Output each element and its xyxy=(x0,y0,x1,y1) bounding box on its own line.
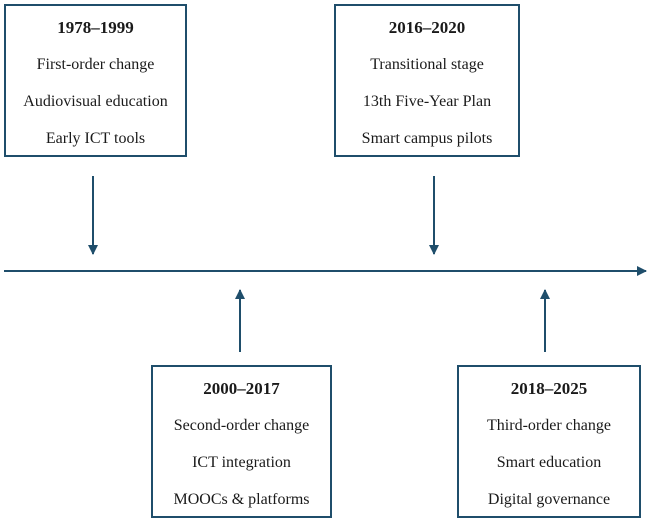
period-line: Audiovisual education xyxy=(23,93,168,110)
period-card-2000-2017: 2000–2017 Second-order change ICT integr… xyxy=(151,365,332,518)
period-line: MOOCs & platforms xyxy=(173,491,310,508)
period-line: ICT integration xyxy=(192,454,291,471)
period-line: Transitional stage xyxy=(370,56,484,73)
period-years: 2000–2017 xyxy=(203,379,280,398)
period-years: 1978–1999 xyxy=(57,18,134,37)
period-years: 2018–2025 xyxy=(510,379,588,398)
period-card-2018-2025: 2018–2025 Third-order change Smart educa… xyxy=(457,365,641,518)
period-line: Smart education xyxy=(496,454,602,471)
period-line: 13th Five-Year Plan xyxy=(362,93,492,110)
period-line: First-order change xyxy=(36,56,155,73)
period-years: 2016–2020 xyxy=(388,18,466,37)
period-line: Smart campus pilots xyxy=(361,130,493,147)
period-line: Second-order change xyxy=(173,417,310,434)
period-card-2016-2020: 2016–2020 Transitional stage 13th Five-Y… xyxy=(334,4,520,157)
period-line: Early ICT tools xyxy=(45,130,146,147)
period-card-1978-1999: 1978–1999 First-order change Audiovisual… xyxy=(4,4,187,157)
period-line: Third-order change xyxy=(487,417,611,434)
period-line: Digital governance xyxy=(487,491,611,508)
